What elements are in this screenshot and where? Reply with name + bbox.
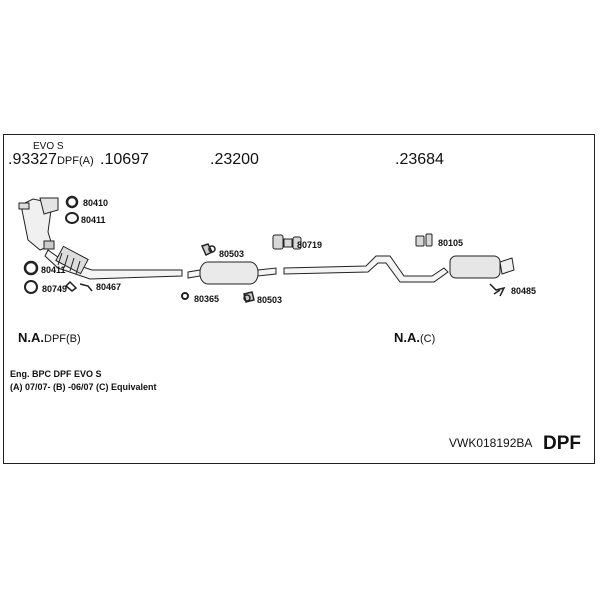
part-number-3: .23200 [210,151,259,168]
na-label-right: N.A.(C) [394,331,435,345]
rear-pipe-icon [283,255,449,283]
clamp-ring-icon [23,260,39,276]
na-label-left: N.A.DPF(B) [18,331,81,345]
ref-80467: 80467 [96,282,122,292]
rubber-mount-icon [272,234,302,250]
ref-80411: 80411 [81,215,106,225]
hanger-icon [200,243,216,257]
gasket-ring-icon [24,280,38,294]
evo-label: EVO S [33,141,64,152]
ref-80105: 80105 [438,238,464,248]
notes-legend: (A) 07/07- (B) -06/07 (C) Equivalent [10,382,157,392]
part-number-main-value: .93327 [8,151,57,168]
rear-silencer-icon [449,255,515,279]
kit-type: DPF [543,433,581,454]
clamp-ring-icon [65,195,79,209]
diagram-frame [3,134,595,464]
ref-80410: 80410 [83,198,109,208]
ref-80411: 80411 [41,265,66,275]
part-number-main-suffix: DPF(A) [56,155,94,167]
notes-engine: Eng. BPC DPF EVO S [10,369,102,379]
middle-silencer-icon [187,261,277,285]
ref-80749: 80749 [42,284,68,294]
na-right-sub: (C) [420,333,436,345]
dpf-unit-icon [18,197,59,251]
kit-code: VWK018192BA [449,436,533,450]
ref-80719: 80719 [297,240,323,250]
part-number-4: .23684 [395,151,444,168]
part-number-main: .93327DPF(A) [8,152,94,168]
front-pipe-icon [44,245,183,280]
hanger-icon [243,291,255,303]
na-right-main: N.A. [394,330,420,345]
ref-80503: 80503 [219,249,245,259]
ref-80485: 80485 [511,286,537,296]
rubber-mount-icon [415,233,433,247]
hanger-icon [489,283,506,297]
clamp-ring-icon [65,212,79,224]
ref-80365: 80365 [194,294,220,304]
na-left-sub: DPF(B) [44,333,81,345]
bracket-icon [64,280,93,292]
na-left-main: N.A. [18,330,44,345]
clamp-ring-icon [181,292,189,300]
part-number-2: .10697 [100,151,149,168]
ref-80503: 80503 [257,295,283,305]
